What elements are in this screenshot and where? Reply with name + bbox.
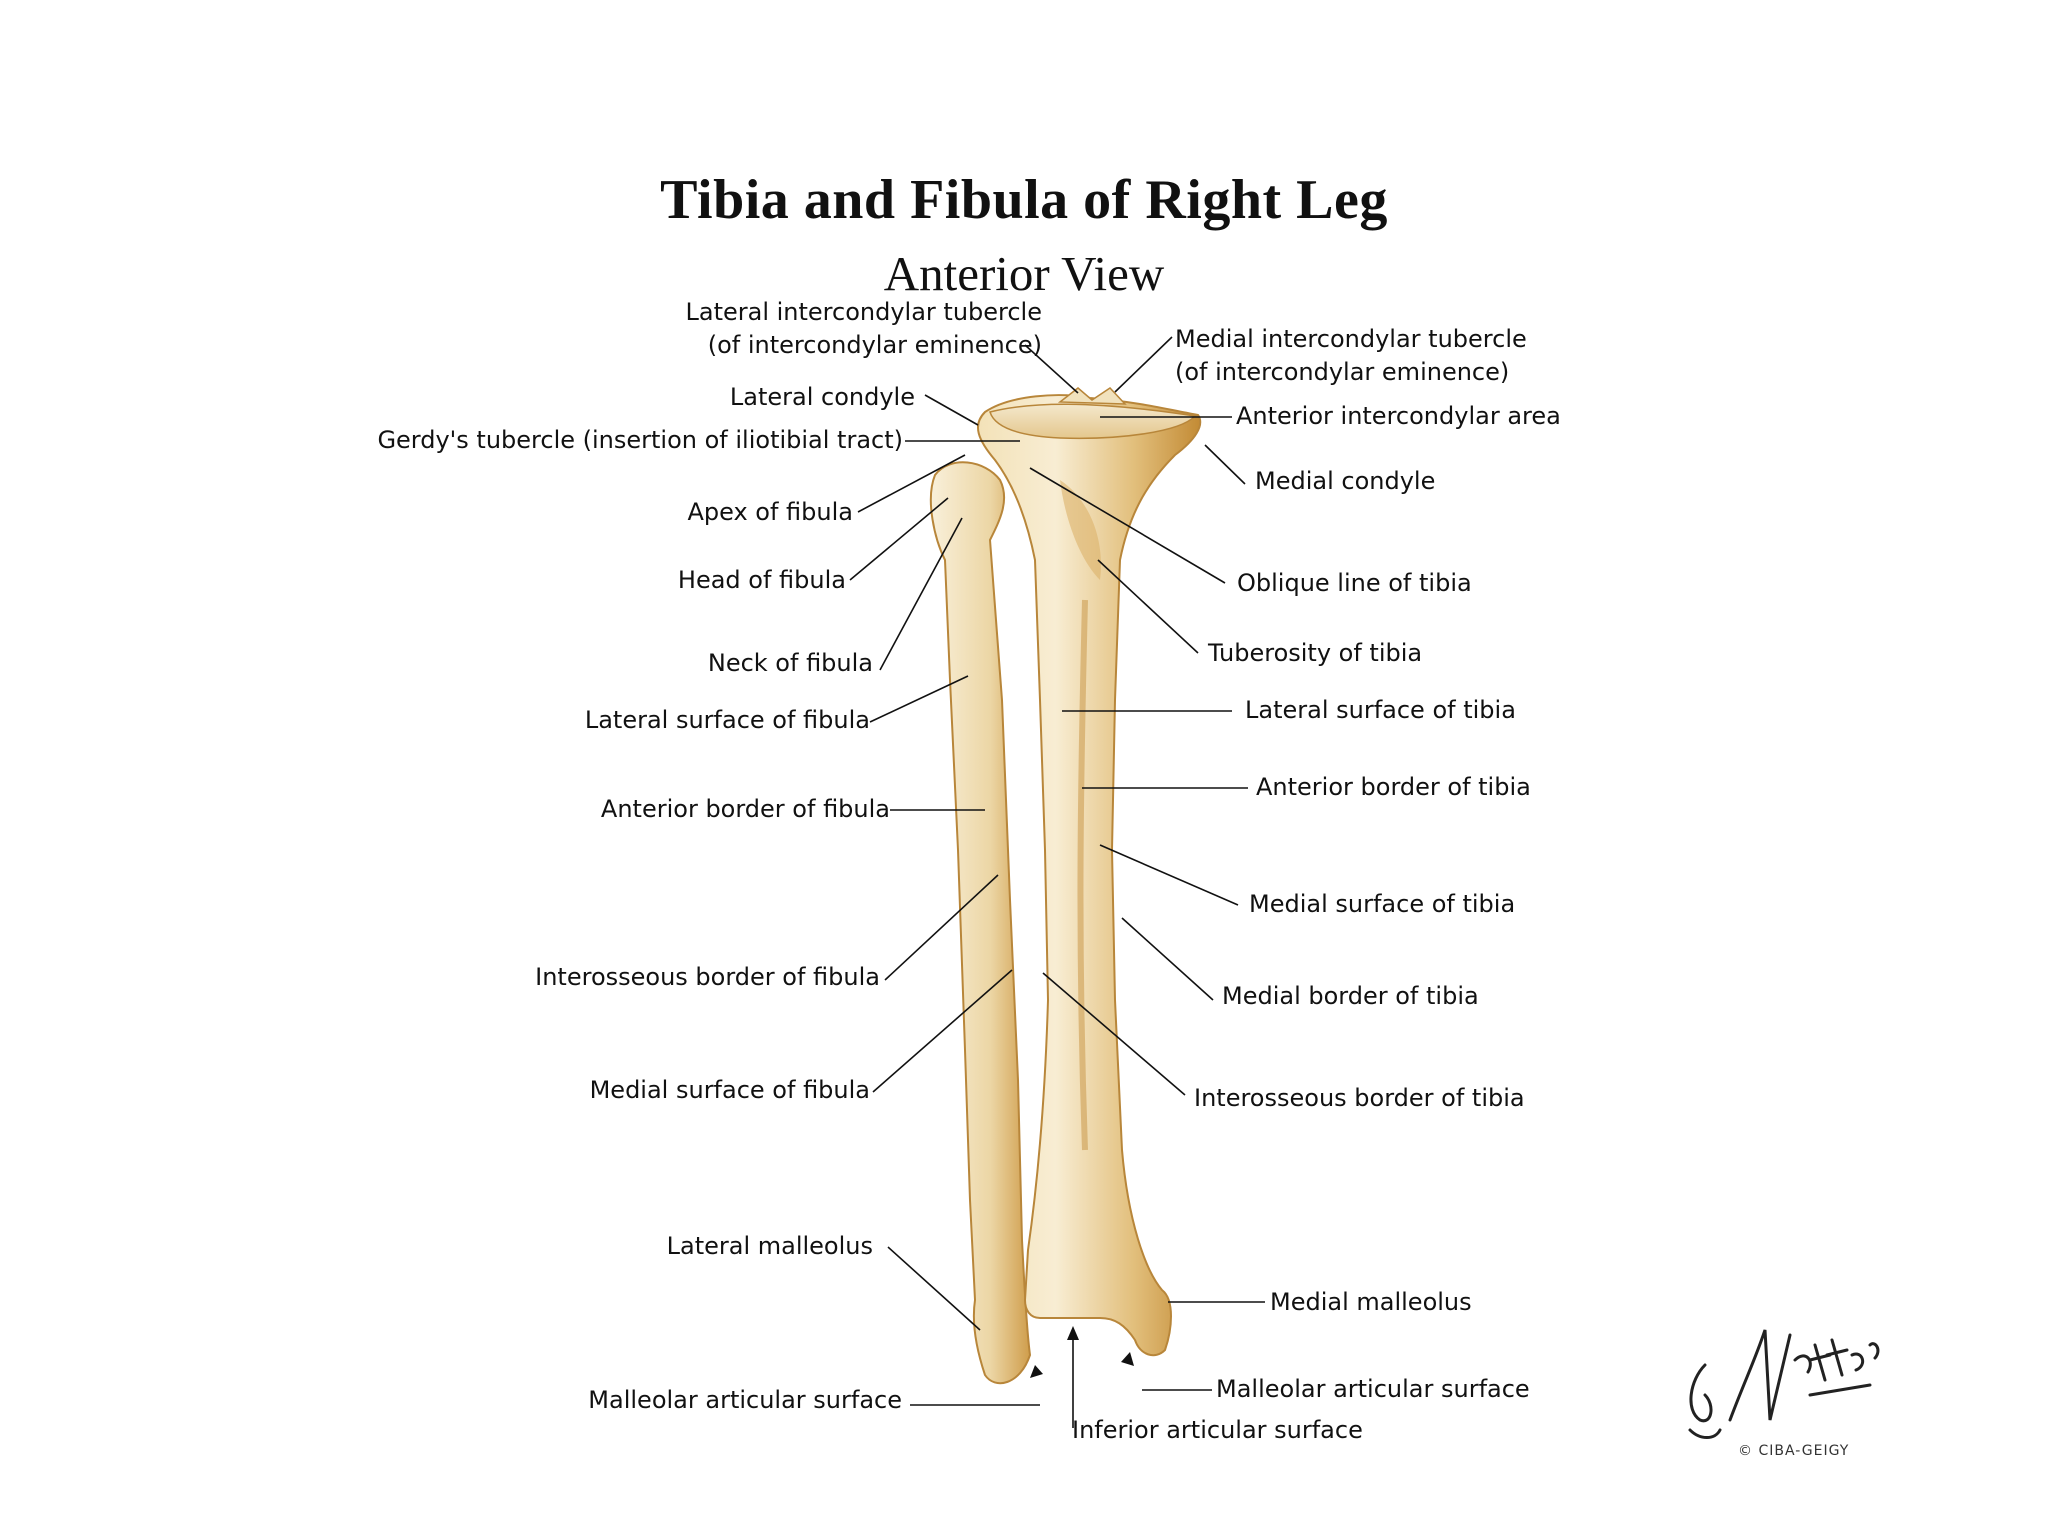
label-lateral-surface-of-fibula: Lateral surface of fibula [584,706,870,734]
label-anterior-border-of-fibula: Anterior border of fibula [600,795,890,823]
label-medial-surface-of-fibula: Medial surface of fibula [589,1076,870,1104]
label-apex-of-fibula: Apex of fibula [687,498,853,526]
label-anterior-intercondylar-area: Anterior intercondylar area [1236,402,1561,430]
label-medial-condyle: Medial condyle [1255,467,1436,495]
label-medial-surface-of-tibia: Medial surface of tibia [1249,890,1516,918]
diagram-subtitle: Anterior View [883,246,1165,301]
label-malleolar-articular-surface-left: Malleolar articular surface [588,1386,902,1414]
label-lateral-surface-of-tibia: Lateral surface of tibia [1245,696,1516,724]
label-oblique-line-of-tibia: Oblique line of tibia [1237,569,1472,597]
label-head-of-fibula: Head of fibula [677,566,846,594]
tibia-bone [976,394,1202,1357]
netter-signature [1688,1329,1880,1439]
label-lateral-condyle: Lateral condyle [729,383,915,411]
label-lateral-intercondylar-tubercle: Lateral intercondylar tubercle [685,298,1042,326]
label-interosseous-border-of-fibula: Interosseous border of fibula [535,963,880,991]
label-tuberosity-of-tibia: Tuberosity of tibia [1208,639,1423,667]
fibula-bone [929,461,1032,1385]
label-medial-intercondylar-eminence: (of intercondylar eminence) [1175,358,1510,386]
label-medial-malleolus: Medial malleolus [1270,1288,1472,1316]
anterior-border-shade [1077,599,1088,1151]
label-medial-intercondylar-tubercle: Medial intercondylar tubercle [1175,325,1527,353]
tibial-plateau [989,403,1197,440]
label-malleolar-articular-surface-right: Malleolar articular surface [1216,1375,1530,1403]
intercondylar-eminence [1057,387,1127,405]
arrow-heads [1030,1326,1134,1378]
label-inferior-articular-surface: Inferior articular surface [1072,1416,1363,1444]
label-lateral-malleolus: Lateral malleolus [666,1232,873,1260]
label-lateral-intercondylar-eminence: (of intercondylar eminence) [707,331,1042,359]
label-gerdys-tubercle: Gerdy's tubercle (insertion of iliotibia… [377,426,903,454]
leader-lines [849,336,1265,1428]
label-neck-of-fibula: Neck of fibula [707,649,873,677]
diagram-title: Tibia and Fibula of Right Leg [660,169,1388,231]
label-interosseous-border-of-tibia: Interosseous border of tibia [1194,1084,1525,1112]
label-medial-border-of-tibia: Medial border of tibia [1222,982,1479,1010]
label-anterior-border-of-tibia: Anterior border of tibia [1256,773,1531,801]
copyright-text: © CIBA-GEIGY [1738,1443,1850,1459]
tibial-tuberosity [1060,480,1101,580]
